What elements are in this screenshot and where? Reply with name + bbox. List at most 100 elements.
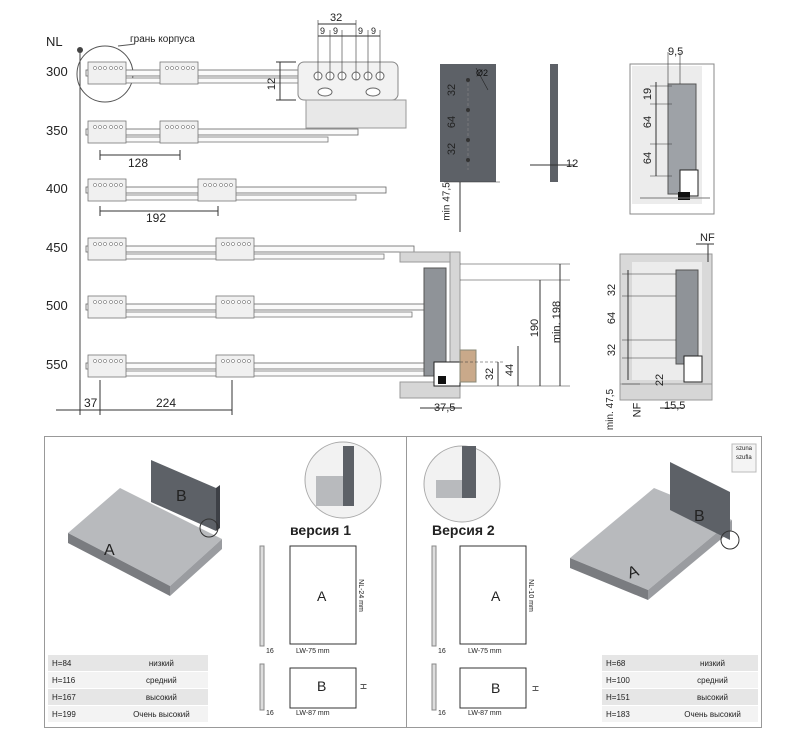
dim-224: 224: [156, 396, 177, 410]
dim-section-44: 44: [504, 363, 517, 377]
dim-nf-155: 15,5: [664, 400, 686, 412]
bracket-hole: [221, 359, 225, 363]
bracket-hole: [103, 66, 107, 70]
bracket-hole: [119, 242, 123, 246]
bracket-hole: [103, 183, 107, 187]
dim-nf-32b: 32: [606, 343, 619, 357]
bracket-hole: [114, 183, 118, 187]
nf-section: [619, 243, 714, 409]
dim-bracket-9c: 9: [358, 26, 364, 36]
v1-panel-b: B: [317, 678, 327, 694]
bracket-hole: [109, 242, 113, 246]
v1-dim-a-height: NL-24 mm: [356, 579, 364, 612]
bracket-hole: [165, 125, 169, 129]
bottom-drawing: [68, 441, 757, 711]
bracket-hole: [114, 242, 118, 246]
nl-500: 500: [46, 298, 68, 313]
thin-profile: [530, 64, 575, 182]
bracket-hole: [224, 183, 228, 187]
nl-header: NL: [46, 34, 63, 49]
bracket-hole: [175, 66, 179, 70]
version1-title: версия 1: [290, 522, 351, 538]
dim-section-32: 32: [484, 367, 497, 381]
v1-thickness-a: 16: [266, 648, 274, 655]
bracket-hole: [247, 300, 251, 304]
rail-part: [87, 237, 127, 261]
v2-legend-2: szufla: [736, 455, 752, 461]
v2-zoom: [423, 445, 501, 523]
bracket-hole: [191, 66, 195, 70]
v2-legend-1: szuna: [736, 446, 753, 452]
dim-corner-64b: 64: [642, 151, 655, 165]
v2-panel-a: A: [491, 588, 501, 604]
bracket-hole: [242, 300, 246, 304]
bracket-hole: [119, 359, 123, 363]
bracket-hole: [98, 125, 102, 129]
dim-37: 37: [84, 396, 98, 410]
rail-part: [87, 295, 127, 319]
table-cell-h: H=199: [48, 705, 115, 723]
dim-bracket-9d: 9: [371, 26, 377, 36]
table-cell-desc: Очень высокий: [114, 705, 208, 723]
bracket-hole: [119, 66, 123, 70]
v1-dim-b-width: LW-87 mm: [296, 710, 330, 717]
cabinet-cross-section: [399, 251, 570, 409]
table-cell-h: H=151: [602, 688, 668, 706]
rail-part: [87, 61, 127, 85]
table-cell-desc: низкий: [667, 655, 758, 672]
bottom-frame: [44, 436, 762, 728]
table-cell-desc: средний: [667, 671, 758, 689]
dim-panel-32a: 32: [446, 83, 459, 97]
bracket-hole: [226, 242, 230, 246]
dim-nf-min: min. 47,5: [605, 388, 617, 431]
bracket-hole: [93, 66, 97, 70]
top-drawing: [56, 20, 715, 415]
table-cell-h: H=183: [602, 705, 668, 723]
rail-part: [87, 354, 127, 378]
dim-corner-64a: 64: [642, 115, 655, 129]
rail-part: [85, 128, 359, 136]
rail-part: [87, 120, 127, 144]
dim-panel-64: 64: [446, 115, 459, 129]
bracket-hole: [109, 183, 113, 187]
bracket-hole: [119, 183, 123, 187]
rail-part: [215, 354, 255, 378]
bracket-hole: [114, 66, 118, 70]
dim-nf-22: 22: [654, 373, 667, 387]
bracket-hole: [119, 125, 123, 129]
bracket-hole: [93, 183, 97, 187]
dim-panel-32b: 32: [446, 142, 459, 156]
v1-iso-drawer: [68, 460, 222, 596]
v1-zoom: [304, 441, 382, 519]
dim-panel-phi: Ø2: [476, 68, 489, 78]
dim-corner-95: 9,5: [668, 46, 684, 58]
nl-550: 550: [46, 357, 68, 372]
bracket-hole: [221, 242, 225, 246]
dim-bracket-32: 32: [330, 12, 343, 24]
nl-300: 300: [46, 64, 68, 79]
nl-400: 400: [46, 181, 68, 196]
bracket-hole: [203, 183, 207, 187]
bracket-hole: [103, 125, 107, 129]
dim-bracket-12: 12: [266, 77, 279, 91]
v1-dim-b-height: H: [358, 683, 368, 690]
bracket-hole: [93, 359, 97, 363]
bracket-hole: [103, 242, 107, 246]
bracket-hole: [226, 300, 230, 304]
dim-nf-top: NF: [700, 232, 715, 244]
nl-450: 450: [46, 240, 68, 255]
table-cell-desc: средний: [114, 671, 208, 689]
nl-350: 350: [46, 123, 68, 138]
dim-bracket-9b: 9: [333, 26, 339, 36]
bracket-hole: [186, 125, 190, 129]
bracket-hole: [165, 66, 169, 70]
dim-nf-64: 64: [606, 311, 619, 325]
bracket-detail: [276, 20, 407, 129]
